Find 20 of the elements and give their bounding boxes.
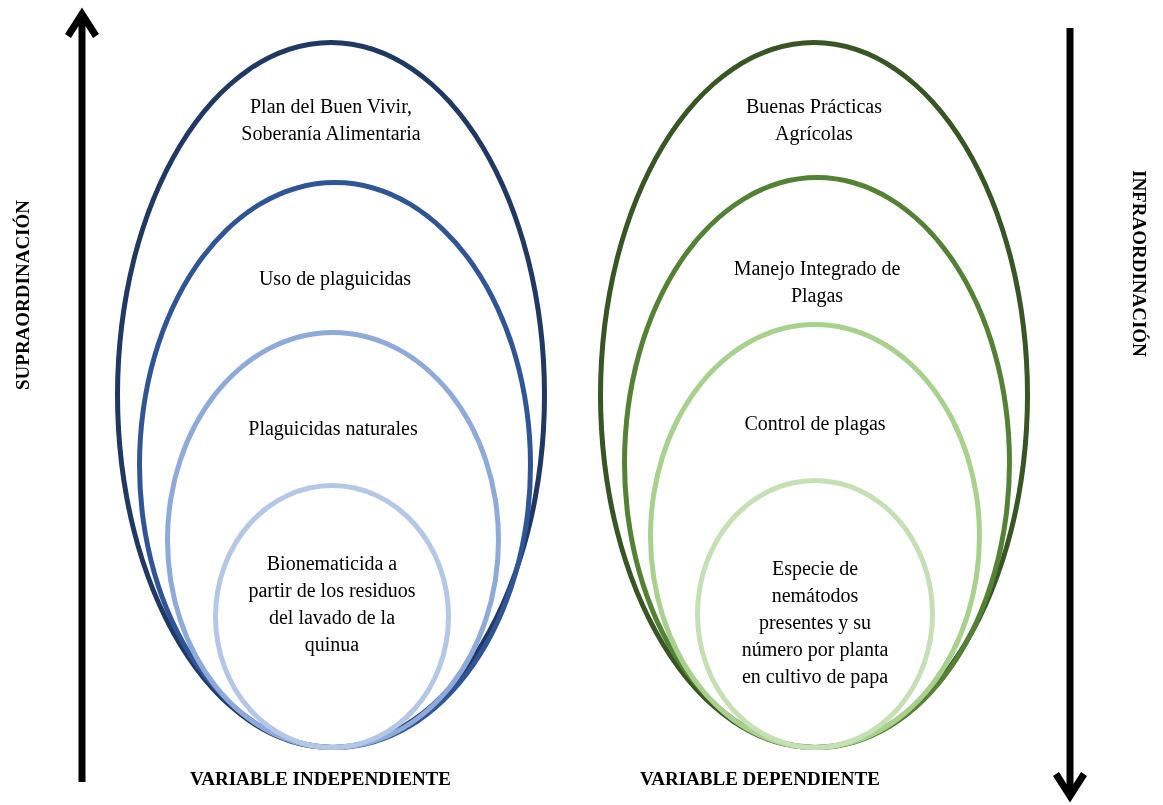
variable-label: VARIABLE DEPENDIENTE [640,768,880,790]
ellipse-label: Manejo Integrado de Plagas [732,256,902,309]
ellipse-label: Buenas Prácticas Agrícolas [744,94,884,147]
vertical-axis-label: INFRAORDINACIÓN [1128,170,1150,357]
ellipse-label: Uso de plaguicidas [257,266,413,292]
vertical-axis-label: SUPRAORDINACIÓN [12,200,34,390]
ellipse-label: Plan del Buen Vivir, Soberanía Alimentaria [240,94,422,146]
nested-ellipse [137,180,533,750]
ellipse-label: Control de plagas [743,411,887,437]
nested-ellipse [165,330,501,750]
ellipse-label: Especie de nemátodos presentes y su número por planta en cultivo de papa [740,556,890,690]
ellipse-label: Bionematicida a partir de los residuos del lavado de la quinua [247,551,417,658]
nested-ellipse [598,40,1030,750]
nested-ellipse [622,175,1012,750]
ellipse-label: Plaguicidas naturales [247,416,419,442]
nested-ellipse [695,478,935,750]
nested-ellipse [213,483,451,750]
nested-ellipse [648,322,982,750]
variable-label: VARIABLE INDEPENDIENTE [190,768,451,790]
nested-ellipse [115,40,547,750]
